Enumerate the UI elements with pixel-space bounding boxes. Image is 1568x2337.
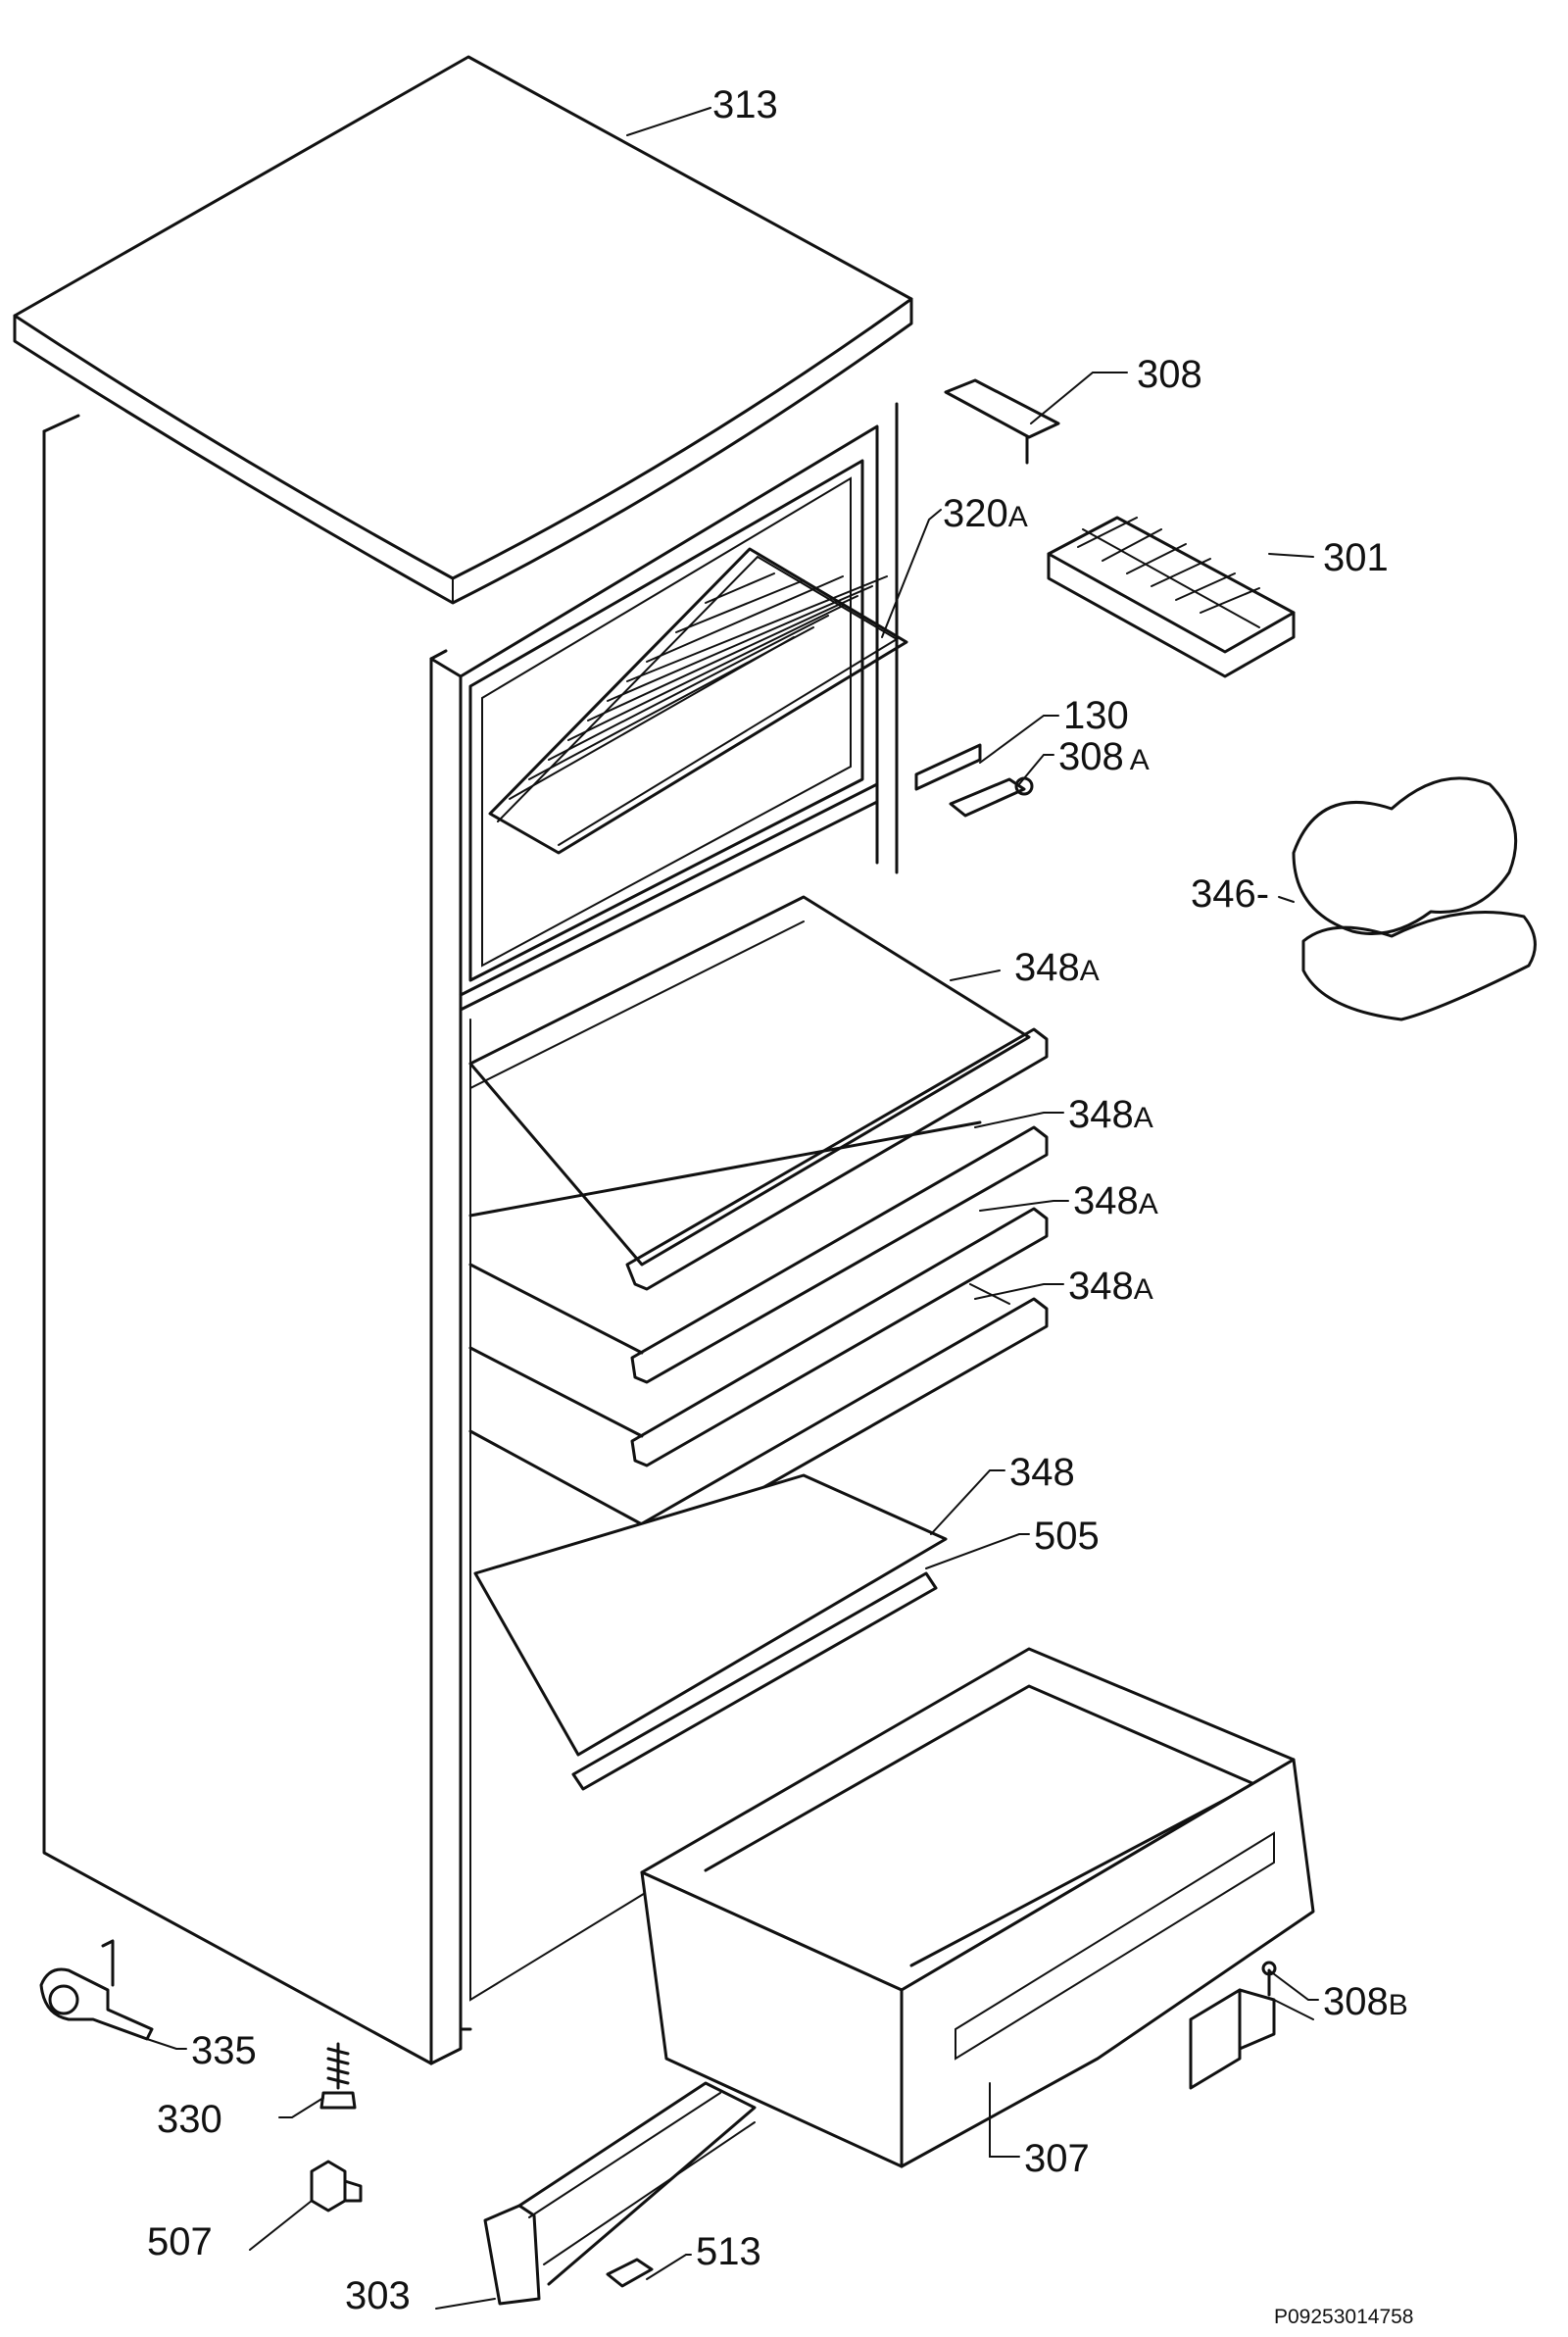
label-348a-2: 348A (1068, 1093, 1153, 1136)
label-335: 335 (191, 2029, 257, 2072)
glass-shelf-part (468, 895, 1049, 1291)
top-hinge-part (944, 378, 1060, 465)
ice-tray-part (1047, 516, 1296, 678)
screw-part (319, 2042, 357, 2110)
label-507: 507 (147, 2220, 213, 2263)
label-348a-3: 348A (1073, 1179, 1158, 1222)
label-303: 303 (345, 2274, 411, 2317)
cabinet-body-part (42, 402, 899, 2065)
label-346: 346- (1191, 872, 1269, 916)
adjustable-foot-part (39, 1939, 154, 2041)
bottom-hinge-part (1189, 1961, 1277, 2090)
label-308: 308 (1137, 353, 1202, 396)
hinge-cover-part (914, 743, 982, 791)
clip-part (310, 2160, 363, 2213)
label-348: 348 (1009, 1451, 1075, 1494)
label-505: 505 (1034, 1515, 1100, 1558)
label-348a-1: 348A (1014, 946, 1100, 989)
kickplate-part (483, 2081, 757, 2306)
label-308b: 308B (1323, 1980, 1408, 2023)
crisper-drawer-part (640, 1647, 1315, 2168)
egg-tray-part (1292, 776, 1537, 1021)
label-301: 301 (1323, 536, 1389, 579)
label-320a: 320A (943, 492, 1028, 535)
glass-shelf-part (468, 1120, 1049, 1384)
freezer-rack-part (488, 547, 908, 855)
cover-clip-part (606, 2258, 654, 2288)
glass-shelf-part (473, 1473, 948, 1791)
drawing-id: P09253014758 (1274, 2306, 1413, 2328)
leader-lines (146, 107, 1319, 2310)
top-cover-part (13, 55, 913, 605)
label-313: 313 (712, 83, 778, 126)
label-348a-4: 348A (1068, 1265, 1153, 1308)
label-513: 513 (696, 2230, 761, 2273)
glass-shelf-part (468, 1207, 1049, 1467)
label-307: 307 (1024, 2137, 1090, 2180)
label-330: 330 (157, 2098, 222, 2141)
label-130: 130 (1063, 694, 1129, 737)
